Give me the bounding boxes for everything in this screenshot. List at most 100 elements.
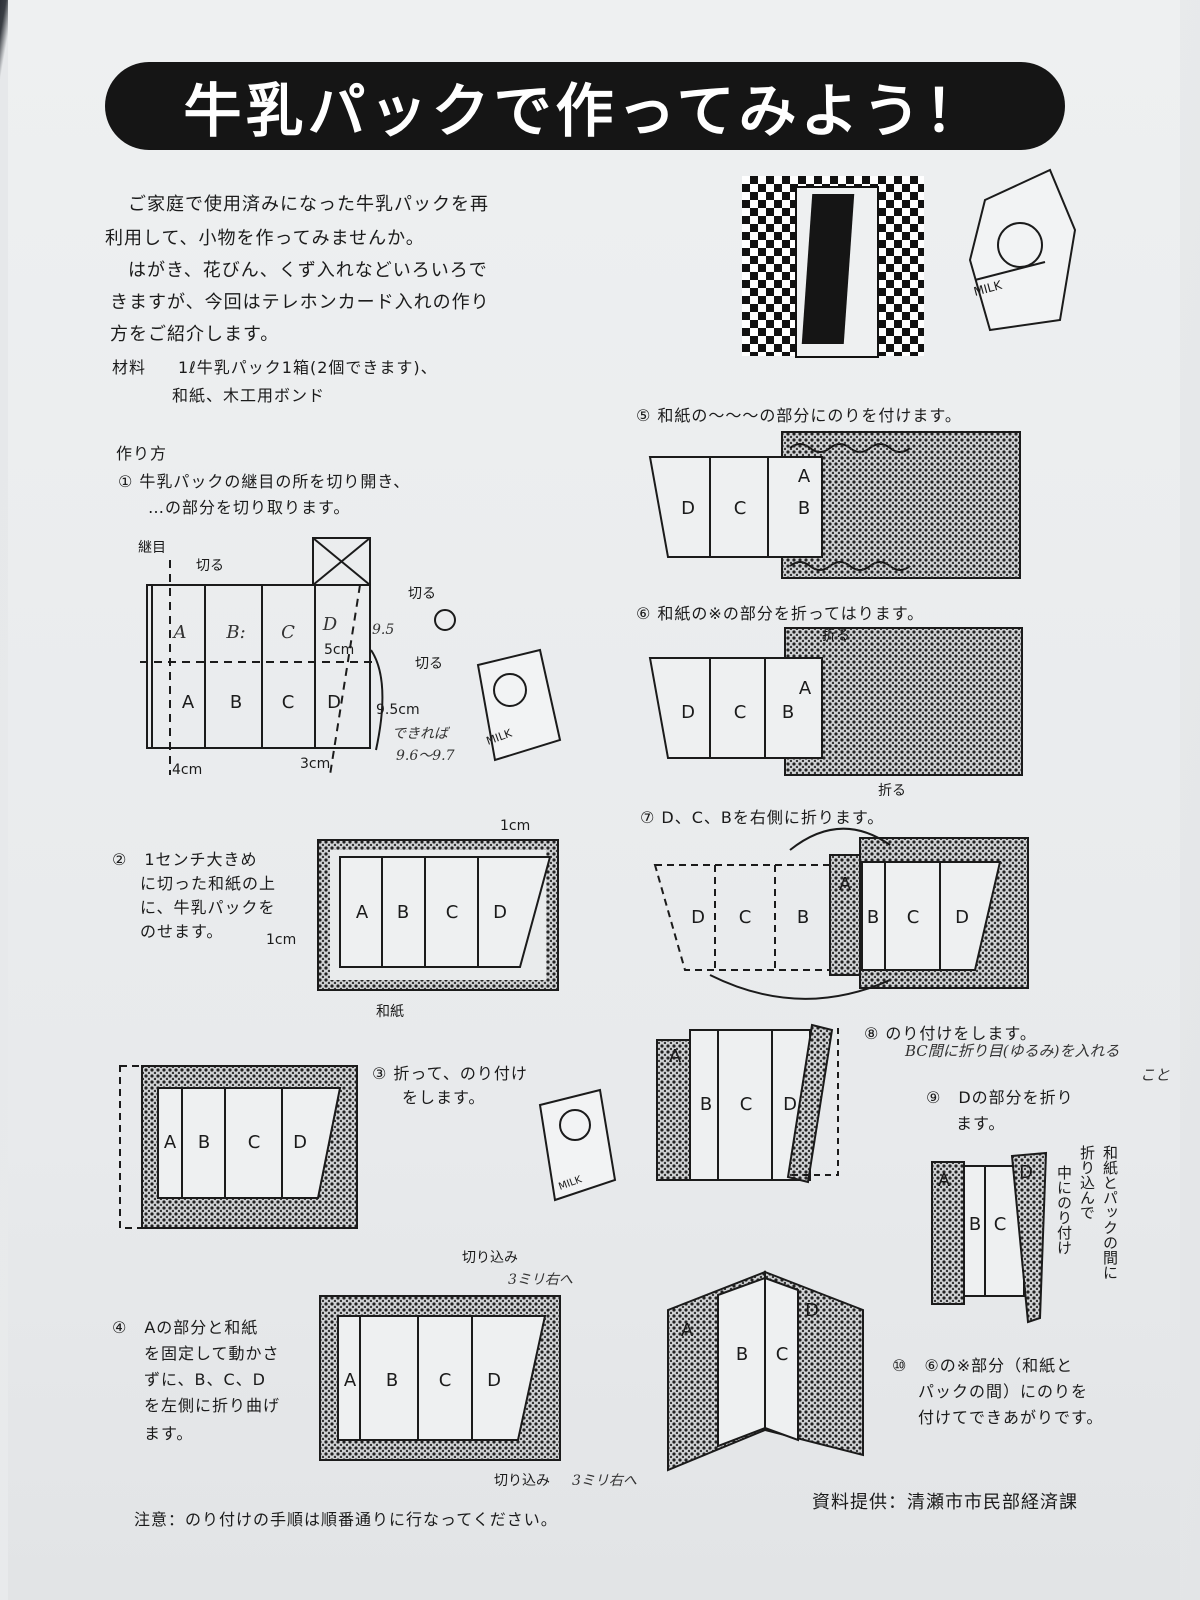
materials-line-2: 和紙、木工用ボンド <box>172 386 326 405</box>
step3-line-1: ③ 折って、のり付け <box>372 1064 528 1083</box>
label-c: C <box>734 498 747 519</box>
intro-line-3: はがき、花びん、くず入れなどいろいろで <box>128 260 488 281</box>
handwritten-range: 9.6〜9.7 <box>396 748 455 764</box>
fold-label: 折る <box>822 628 850 644</box>
step4-line-2: を固定して動かさ <box>144 1344 280 1363</box>
intro-line-5: 方をご紹介します。 <box>110 324 280 345</box>
step3-diagram <box>119 1065 358 1229</box>
materials-label: 材料 <box>112 358 147 377</box>
step1-diagram <box>140 537 384 776</box>
finished-card-holder-diagram <box>667 1270 864 1472</box>
label-b: B <box>782 702 794 723</box>
step7-text: ⑦ D、C、Bを右側に折ります。 <box>640 808 885 827</box>
label-b: B <box>700 1094 712 1115</box>
label-a: A <box>344 1370 357 1391</box>
dimension-9-5-handwritten: 9.5 <box>372 622 394 638</box>
label-a: A <box>182 692 195 713</box>
dimension-1cm: 1cm <box>500 818 530 834</box>
label-c: C <box>439 1370 452 1391</box>
label-a: A <box>938 1170 951 1191</box>
step4-line-1: ④ Aの部分と和紙 <box>112 1318 259 1337</box>
handwritten-if-possible: できれば <box>392 726 451 742</box>
step1-line-2: …の部分を切り取ります。 <box>148 498 351 517</box>
handwritten-shift-right: 3ミリ右へ <box>508 1272 573 1288</box>
label-b: B <box>198 1132 210 1153</box>
step9-note-line-3: 中にのり付け <box>1055 1165 1073 1255</box>
label-c: C <box>734 702 747 723</box>
step7-diagram <box>653 827 1029 1000</box>
label-a: A <box>839 874 852 895</box>
cut-label: 切る <box>415 656 443 672</box>
materials-line-1: 1ℓ牛乳パック1箱(2個できます)、 <box>178 358 438 377</box>
label-b-dashed: B <box>797 907 809 928</box>
step9-line-2: ます。 <box>956 1114 1006 1133</box>
step2-line-1: ② 1センチ大きめ <box>112 850 258 869</box>
dimension-5cm: 5cm <box>324 642 354 658</box>
howto-heading: 作り方 <box>116 444 168 463</box>
label-b: B <box>386 1370 398 1391</box>
step8-text: ⑧ のり付けをします。 <box>864 1024 1037 1043</box>
step10-line-2: パックの間）にのりを <box>918 1382 1089 1401</box>
step9-note-line-1: 和紙とパックの間に <box>1101 1145 1119 1280</box>
step6-diagram <box>648 627 1023 776</box>
label-d-dashed: D <box>691 907 705 928</box>
fold-label: 折る <box>878 783 906 799</box>
step5-text: ⑤ 和紙の〜〜〜の部分にのりを付けます。 <box>636 406 962 425</box>
label-c: C <box>248 1132 261 1153</box>
label-a: A <box>798 466 811 487</box>
label-d: D <box>493 902 507 923</box>
milk-carton-mascot-small <box>538 1088 617 1202</box>
label-b: B <box>230 692 242 713</box>
step10-line-3: 付けてできあがりです。 <box>918 1408 1104 1427</box>
intro-line-2: 利用して、小物を作ってみませんか。 <box>105 228 425 249</box>
label-b: B <box>397 902 409 923</box>
handwritten-shift-right: 3ミリ右へ <box>572 1473 637 1489</box>
handwritten-koto: こと <box>1140 1066 1170 1084</box>
step5-diagram <box>648 431 1021 579</box>
step2-line-2: に切った和紙の上 <box>140 874 277 893</box>
intro-line-1: ご家庭で使用済みになった牛乳パックを再 <box>128 194 489 215</box>
title-banner: 牛乳パックで作ってみよう！ <box>105 62 1065 150</box>
cut-label: 切る <box>196 558 224 574</box>
label-c: C <box>740 1094 753 1115</box>
milk-carton-mascot <box>968 168 1077 332</box>
step8-diagram <box>656 1023 839 1184</box>
step4-line-3: ずに、B、C、D <box>144 1370 266 1389</box>
label-d-upper: D <box>322 614 338 635</box>
intro-line-4: きますが、今回はテレホンカード入れの作り <box>110 292 490 313</box>
label-d: D <box>681 702 695 723</box>
washi-label: 和紙 <box>376 1004 404 1020</box>
step6-text: ⑥ 和紙の※の部分を折ってはります。 <box>636 604 925 623</box>
dimension-1cm: 1cm <box>266 932 296 948</box>
label-c: C <box>907 907 920 928</box>
footer-credit: 資料提供：清瀬市市民部経済課 <box>812 1492 1078 1513</box>
milk-carton-mascot-scissors <box>434 609 562 762</box>
step3-line-2: をします。 <box>402 1088 486 1107</box>
dimension-3cm: 3cm <box>300 756 330 772</box>
label-c: C <box>282 692 295 713</box>
label-d: D <box>783 1094 797 1115</box>
label-a: A <box>669 1046 682 1067</box>
dimension-4cm: 4cm <box>172 762 202 778</box>
step9-diagram <box>931 1151 1048 1324</box>
label-b-upper: B: <box>225 622 245 643</box>
card-holder-illustration <box>795 186 879 358</box>
step4-line-4: を左側に折り曲げ <box>144 1396 281 1415</box>
label-b: B <box>736 1344 748 1365</box>
label-b: B <box>867 907 879 928</box>
label-a: A <box>164 1132 177 1153</box>
step9-note-line-2: 折り込んで <box>1078 1145 1096 1220</box>
notch-label-bottom: 切り込み <box>494 1473 550 1489</box>
label-d: D <box>955 907 969 928</box>
label-c: C <box>994 1214 1007 1235</box>
label-d: D <box>293 1132 307 1153</box>
seam-label: 継目 <box>138 540 166 556</box>
label-c-dashed: C <box>739 907 752 928</box>
label-a: A <box>356 902 369 923</box>
footer-note: 注意：のり付けの手順は順番通りに行なってください。 <box>134 1510 558 1529</box>
label-d: D <box>487 1370 501 1391</box>
label-c-upper: C <box>281 622 295 643</box>
cut-label: 切る <box>408 586 436 602</box>
page-title: 牛乳パックで作ってみよう！ <box>183 77 987 145</box>
